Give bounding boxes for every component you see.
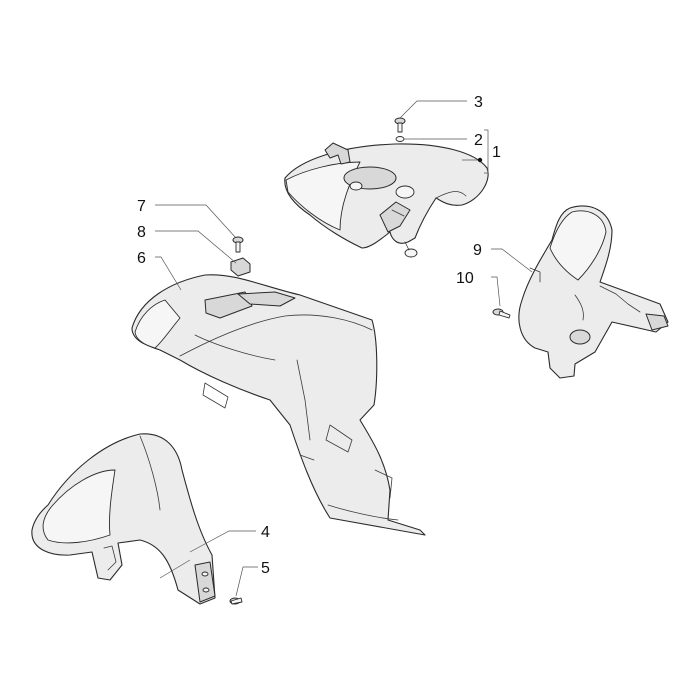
leader-3	[399, 100, 467, 119]
callout-label-4[interactable]: 4	[261, 524, 270, 541]
callout-label-5[interactable]: 5	[261, 560, 270, 577]
leader-1-bracket	[484, 129, 489, 174]
callout-label-1[interactable]: 1	[492, 144, 501, 161]
part-6-front-shield[interactable]	[131, 274, 426, 536]
leader-4b	[159, 559, 191, 579]
part-9-rear-mudguard[interactable]	[518, 205, 669, 379]
part-2-washer[interactable]	[395, 136, 405, 142]
callout-label-2[interactable]: 2	[474, 132, 483, 149]
part-1-inner-shield[interactable]	[284, 142, 489, 258]
part-8-clip-nut[interactable]	[230, 257, 251, 277]
part-4-front-mudguard[interactable]	[31, 433, 216, 605]
callout-label-6[interactable]: 6	[137, 250, 146, 267]
callout-label-10[interactable]: 10	[456, 270, 474, 287]
callout-label-9[interactable]: 9	[473, 242, 482, 259]
callout-label-8[interactable]: 8	[137, 224, 146, 241]
part-5-screw[interactable]	[229, 597, 243, 605]
callout-1-dot	[477, 157, 483, 163]
part-10-screw[interactable]	[492, 308, 511, 319]
leader-6	[155, 256, 182, 291]
leader-9	[491, 248, 533, 273]
callout-label-3[interactable]: 3	[474, 94, 483, 111]
part-3-screw[interactable]	[394, 117, 406, 133]
leader-10	[491, 276, 501, 307]
leader-7	[155, 204, 237, 239]
callout-label-7[interactable]: 7	[137, 198, 146, 215]
leader-lines	[155, 100, 533, 597]
part-7-screw[interactable]	[232, 236, 244, 253]
callout-labels: 3 2 1 7 8 6 9 10 4 5	[137, 94, 501, 577]
leader-5	[235, 566, 258, 597]
leader-4	[189, 530, 256, 553]
leader-8	[155, 230, 237, 264]
